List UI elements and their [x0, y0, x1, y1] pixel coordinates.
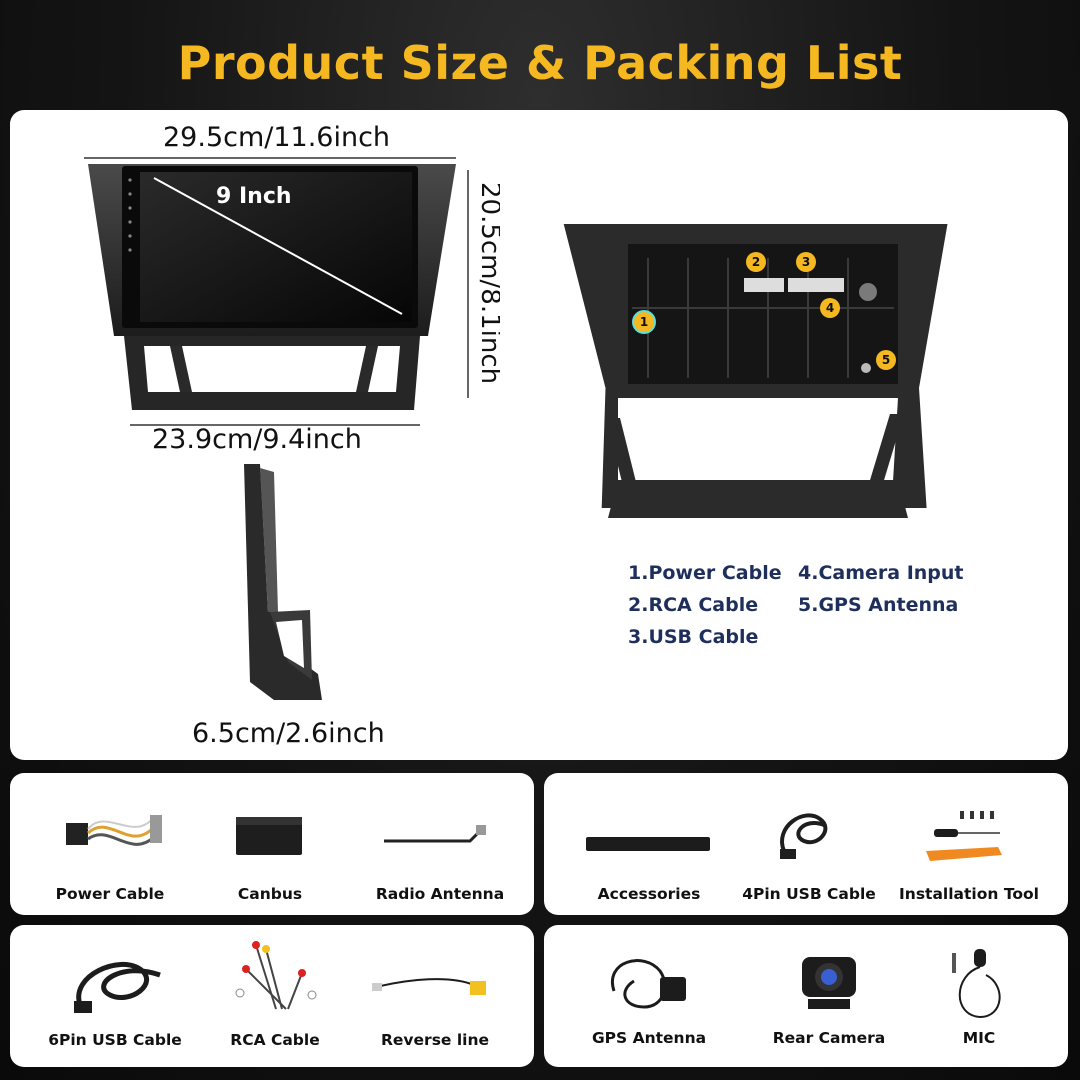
item-canbus: Canbus: [190, 773, 350, 915]
radio-antenna-icon: [384, 825, 486, 843]
power-cable-icon: [66, 815, 162, 846]
item-installation-tool: Installation Tool: [884, 773, 1054, 915]
item-label: GPS Antenna: [591, 1029, 707, 1047]
packing-group-4: GPS Antenna Rear Camera MIC: [544, 925, 1068, 1067]
port-marker-5: 5: [876, 350, 896, 370]
item-6pin-usb-cable: 6Pin USB Cable: [30, 925, 200, 1067]
item-label: MIC: [962, 1029, 996, 1047]
item-rca-cable: RCA Cable: [200, 925, 350, 1067]
usb-cable-icon: [780, 813, 828, 859]
accessories-icon: [586, 837, 710, 851]
head-unit-front-image: [88, 164, 456, 410]
gps-antenna-icon: [610, 959, 686, 1009]
item-4pin-usb-cable: 4Pin USB Cable: [734, 773, 884, 915]
width-bottom-line: [130, 424, 420, 426]
port-marker-1: 1: [634, 312, 654, 332]
head-unit-rear-image: [563, 224, 948, 518]
item-label: Radio Antenna: [375, 885, 505, 903]
item-gps-antenna: GPS Antenna: [564, 925, 734, 1067]
legend-power-cable: 1.Power Cable: [628, 562, 782, 584]
legend-rca-cable: 2.RCA Cable: [628, 594, 759, 616]
mic-icon: [952, 949, 1001, 1019]
item-mic: MIC: [904, 925, 1054, 1067]
legend-camera-input: 4.Camera Input: [798, 562, 964, 584]
port-marker-3: 3: [796, 252, 816, 272]
packing-group-1: Power Cable Canbus Radio Antenna: [10, 773, 534, 915]
item-rear-camera: Rear Camera: [744, 925, 914, 1067]
item-label: Rear Camera: [772, 1029, 886, 1047]
item-reverse-line: Reverse line: [350, 925, 520, 1067]
depth-label: 6.5cm/2.6inch: [192, 718, 385, 749]
height-label: 20.5cm/8.1inch: [475, 182, 500, 384]
item-label: RCA Cable: [230, 1031, 320, 1049]
item-accessories: Accessories: [564, 773, 734, 915]
screen-size-label: 9 Inch: [216, 184, 292, 209]
item-power-cable: Power Cable: [30, 773, 190, 915]
page-title: Product Size & Packing List: [177, 36, 903, 90]
width-top-label: 29.5cm/11.6inch: [163, 122, 391, 153]
camera-icon: [802, 957, 856, 1009]
packing-group-3: 6Pin USB Cable RCA Cable Reverse line: [10, 925, 534, 1067]
canbus-box-icon: [236, 817, 302, 855]
height-dimension: 20.5cm/8.1inch: [467, 170, 500, 398]
item-label: Power Cable: [55, 885, 165, 903]
item-label: 6Pin USB Cable: [48, 1031, 182, 1049]
item-label: Reverse line: [380, 1031, 489, 1049]
packing-group-2: Accessories 4Pin USB Cable Installation …: [544, 773, 1068, 915]
legend-usb-cable: 3.USB Cable: [628, 626, 759, 648]
dimension-panel: 29.5cm/11.6inch: [10, 110, 1068, 760]
port-marker-4: 4: [820, 298, 840, 318]
rca-cable-icon: [235, 941, 317, 1010]
reverse-line-icon: [372, 978, 486, 995]
installation-tool-icon: [926, 811, 1002, 861]
item-radio-antenna: Radio Antenna: [350, 773, 530, 915]
width-bottom-label: 23.9cm/9.4inch: [152, 424, 362, 455]
item-label: 4Pin USB Cable: [742, 885, 876, 903]
usb-cable-icon: [74, 962, 161, 1013]
legend-gps-antenna: 5.GPS Antenna: [798, 594, 959, 616]
item-label: Canbus: [237, 885, 303, 903]
item-label: Accessories: [597, 885, 701, 903]
width-dimension-line: [84, 157, 456, 159]
head-unit-side-image: [244, 464, 322, 700]
port-marker-2: 2: [746, 252, 766, 272]
item-label: Installation Tool: [899, 885, 1039, 903]
